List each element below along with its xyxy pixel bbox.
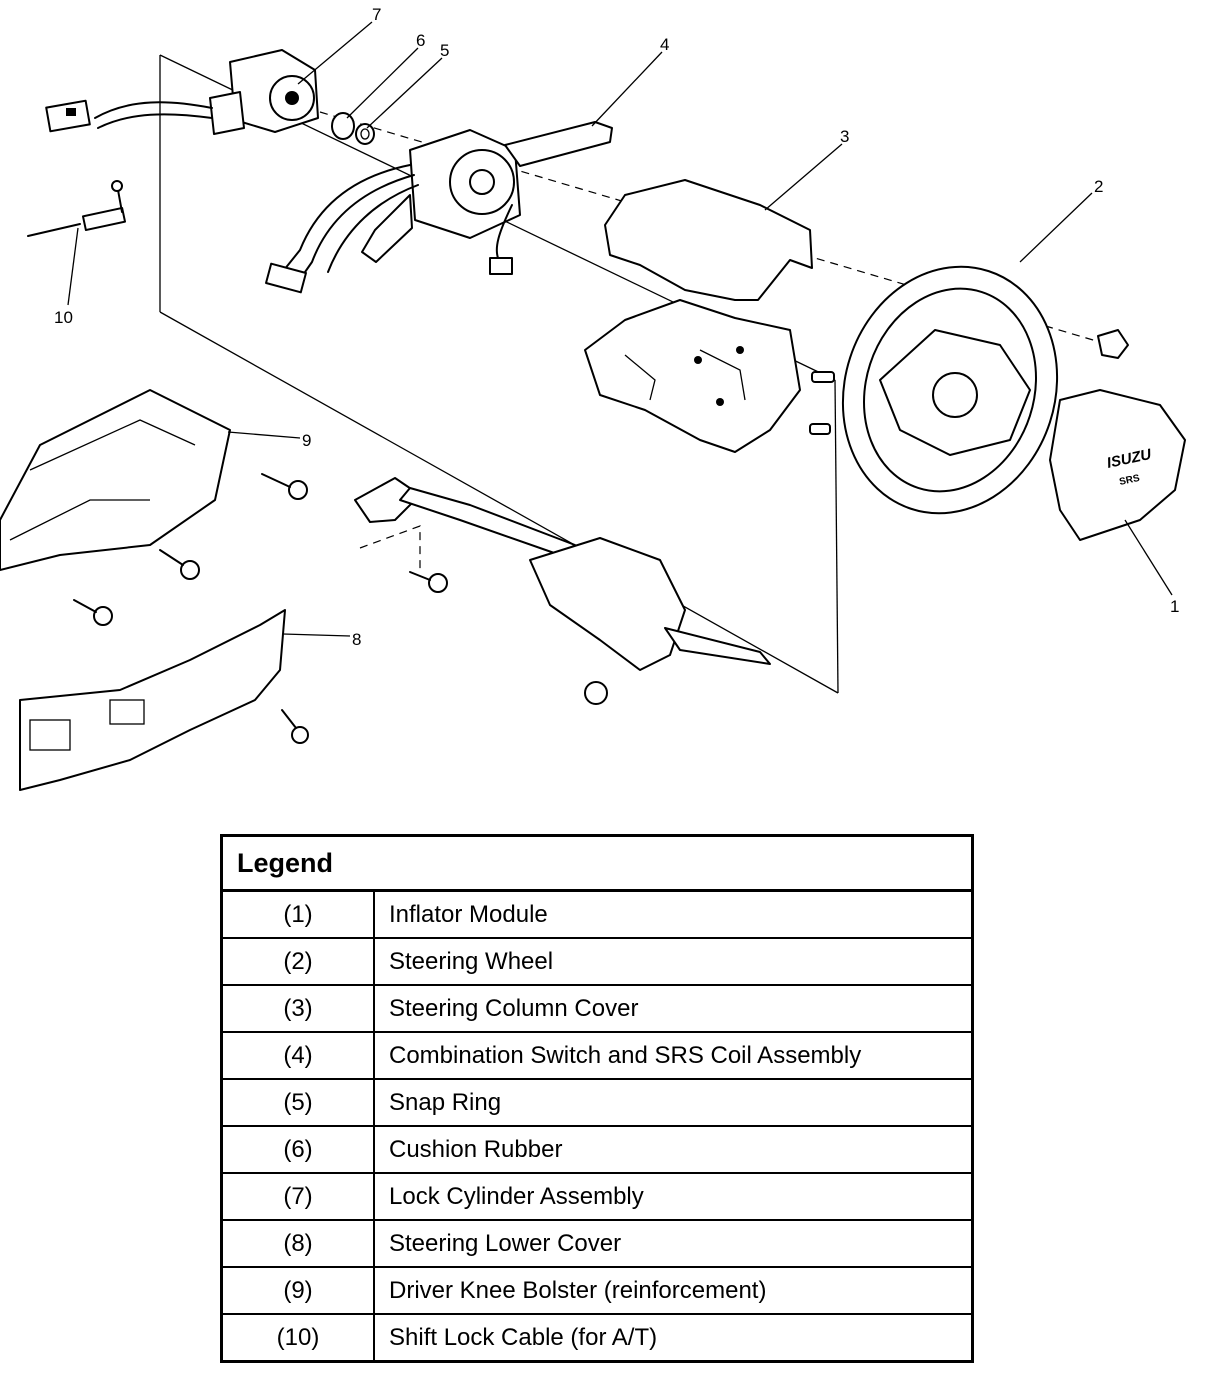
fasteners [73,473,608,744]
legend-body: (1)Inflator Module(2)Steering Wheel(3)St… [220,889,974,1363]
knee-bolster-reinforcement [0,389,231,571]
legend-item-description: Driver Knee Bolster (reinforcement) [373,1266,974,1315]
legend-table: Legend (1)Inflator Module(2)Steering Whe… [220,834,974,1363]
legend-row: (8)Steering Lower Cover [220,1219,974,1268]
legend-row: (2)Steering Wheel [220,937,974,986]
callout-10: 10 [54,308,73,327]
legend-item-number: (2) [220,937,375,986]
legend-item-description: Steering Column Cover [373,984,974,1033]
legend-item-description: Steering Lower Cover [373,1219,974,1268]
callout-4: 4 [660,35,669,54]
legend-item-number: (3) [220,984,375,1033]
inflator-srs-text: SRS [1118,473,1141,488]
legend-item-description: Lock Cylinder Assembly [373,1172,974,1221]
callout-9: 9 [302,431,311,450]
legend-item-number: (6) [220,1125,375,1174]
legend-item-description: Cushion Rubber [373,1125,974,1174]
legend-item-number: (4) [220,1031,375,1080]
legend-item-description: Steering Wheel [373,937,974,986]
legend-row: (5)Snap Ring [220,1078,974,1127]
callout-8: 8 [352,630,361,649]
steering-lower-cover [19,609,286,791]
legend-row: (4)Combination Switch and SRS Coil Assem… [220,1031,974,1080]
leader-lines [67,21,1173,637]
legend-item-number: (7) [220,1172,375,1221]
legend-row: (3)Steering Column Cover [220,984,974,1033]
lock-cylinder-assembly [45,49,319,135]
legend-row: (7)Lock Cylinder Assembly [220,1172,974,1221]
legend-row: (6)Cushion Rubber [220,1125,974,1174]
legend-item-number: (10) [220,1313,375,1363]
callout-7: 7 [372,5,381,24]
legend-row: (1)Inflator Module [220,889,974,939]
legend-item-description: Combination Switch and SRS Coil Assembly [373,1031,974,1080]
legend-item-description: Snap Ring [373,1078,974,1127]
callout-2: 2 [1094,177,1103,196]
legend-row: (9)Driver Knee Bolster (reinforcement) [220,1266,974,1315]
legend-item-description: Shift Lock Cable (for A/T) [373,1313,974,1363]
shift-lock-cable [27,180,127,237]
cushion-rubber [331,112,355,140]
steering-column-cover [584,179,813,453]
legend-item-description: Inflator Module [373,889,974,939]
legend-item-number: (1) [220,889,375,939]
callout-6: 6 [416,31,425,50]
callout-labels: 1 2 3 4 5 6 7 8 9 10 [54,5,1179,649]
inflator-module: ISUZU SRS [1049,389,1186,541]
legend-title: Legend [220,834,974,892]
callout-5: 5 [440,41,449,60]
steering-column-shaft [354,477,771,671]
callout-1: 1 [1170,597,1179,616]
callout-3: 3 [840,127,849,146]
legend-row: (10)Shift Lock Cable (for A/T) [220,1313,974,1363]
combination-switch-srs-coil [265,121,613,294]
legend-item-number: (5) [220,1078,375,1127]
exploded-view-diagram: ISUZU SRS [0,5,1186,791]
legend-item-number: (8) [220,1219,375,1268]
steering-wheel [809,265,1129,515]
snap-ring [355,123,375,145]
legend-item-number: (9) [220,1266,375,1315]
